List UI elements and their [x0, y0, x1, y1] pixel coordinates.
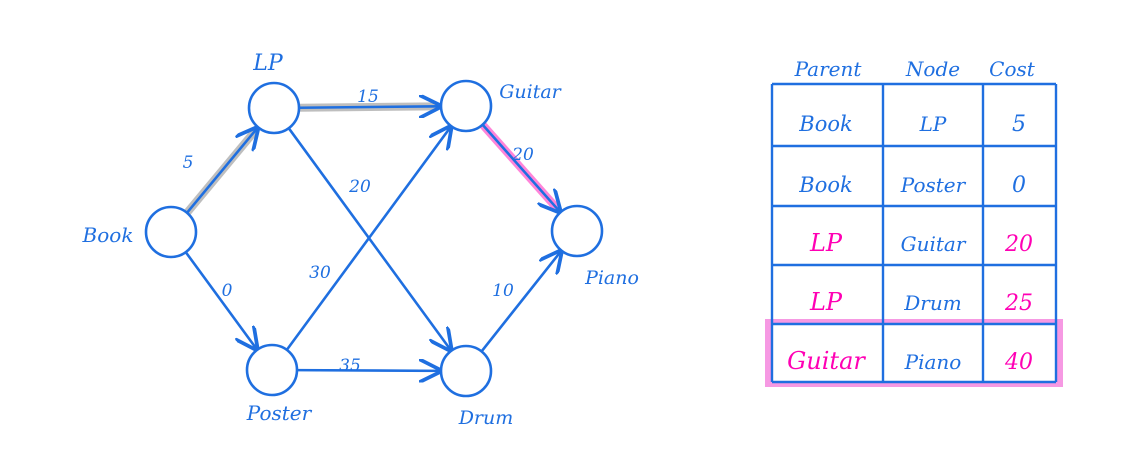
cell-parent: LP: [809, 229, 843, 257]
node-label-poster: Poster: [246, 401, 313, 425]
cell-node: Drum: [903, 291, 961, 315]
edge-weight-lp-guitar: 15: [357, 87, 379, 107]
cell-cost: 0: [1012, 173, 1026, 198]
edge-lp-guitar: [297, 106, 440, 107]
edge-weight-poster-guitar: 30: [309, 263, 331, 283]
table-row: Book Poster 0: [798, 173, 1026, 198]
table-row: Guitar Piano 40: [787, 347, 1033, 375]
node-label-lp: LP: [252, 51, 284, 76]
node-book: [144, 205, 198, 259]
table-row: Book LP 5: [798, 112, 1026, 137]
edge-guitar-piano: [481, 123, 560, 212]
cell-parent: Guitar: [787, 347, 866, 375]
header-parent: Parent: [794, 57, 863, 81]
shortest-path-highlights: [182, 102, 561, 217]
cell-cost: 25: [1004, 291, 1033, 316]
cell-cost: 20: [1004, 232, 1033, 257]
node-guitar: [439, 79, 493, 133]
node-label-book: Book: [82, 223, 134, 247]
edge-weight-poster-drum: 35: [339, 356, 361, 376]
cell-parent: Book: [798, 112, 852, 136]
header-cost: Cost: [989, 57, 1036, 81]
node-poster: [245, 343, 299, 397]
cell-node: Poster: [900, 173, 967, 197]
node-piano: [550, 204, 604, 258]
cell-cost: 5: [1012, 112, 1026, 137]
edge-poster-drum: [295, 370, 440, 371]
edge-weight-drum-piano: 10: [492, 281, 514, 301]
node-label-drum: Drum: [458, 407, 514, 429]
edge-book-poster: [184, 250, 257, 349]
edge-book-lp: [185, 128, 257, 215]
node-label-piano: Piano: [584, 267, 639, 289]
header-node: Node: [905, 57, 960, 81]
node-lp: [247, 81, 301, 135]
node-label-guitar: Guitar: [499, 81, 562, 103]
row-highlight: [765, 319, 1063, 387]
edge-weight-lp-drum: 20: [348, 177, 371, 197]
table-headers: Parent Node Cost: [794, 57, 1036, 81]
table-row: LP Guitar 20: [809, 229, 1033, 257]
node-drum: [439, 344, 493, 398]
edge-drum-piano: [480, 251, 561, 353]
cell-parent: LP: [809, 288, 843, 316]
edge-weight-book-lp: 5: [183, 153, 194, 173]
edge-weight-book-poster: 0: [222, 281, 233, 301]
cell-node: LP: [919, 112, 947, 136]
table-grid: [770, 82, 1058, 384]
cell-cost: 40: [1004, 350, 1033, 375]
edge-poster-guitar: [285, 127, 451, 352]
cell-node: Guitar: [901, 232, 967, 256]
cell-node: Piano: [904, 350, 962, 374]
table-row: LP Drum 25: [809, 288, 1033, 316]
cell-parent: Book: [798, 173, 852, 197]
edge-weight-guitar-piano: 20: [511, 145, 534, 165]
graph-edges: 5 0 15 20 30 35 20 10: [183, 87, 561, 376]
